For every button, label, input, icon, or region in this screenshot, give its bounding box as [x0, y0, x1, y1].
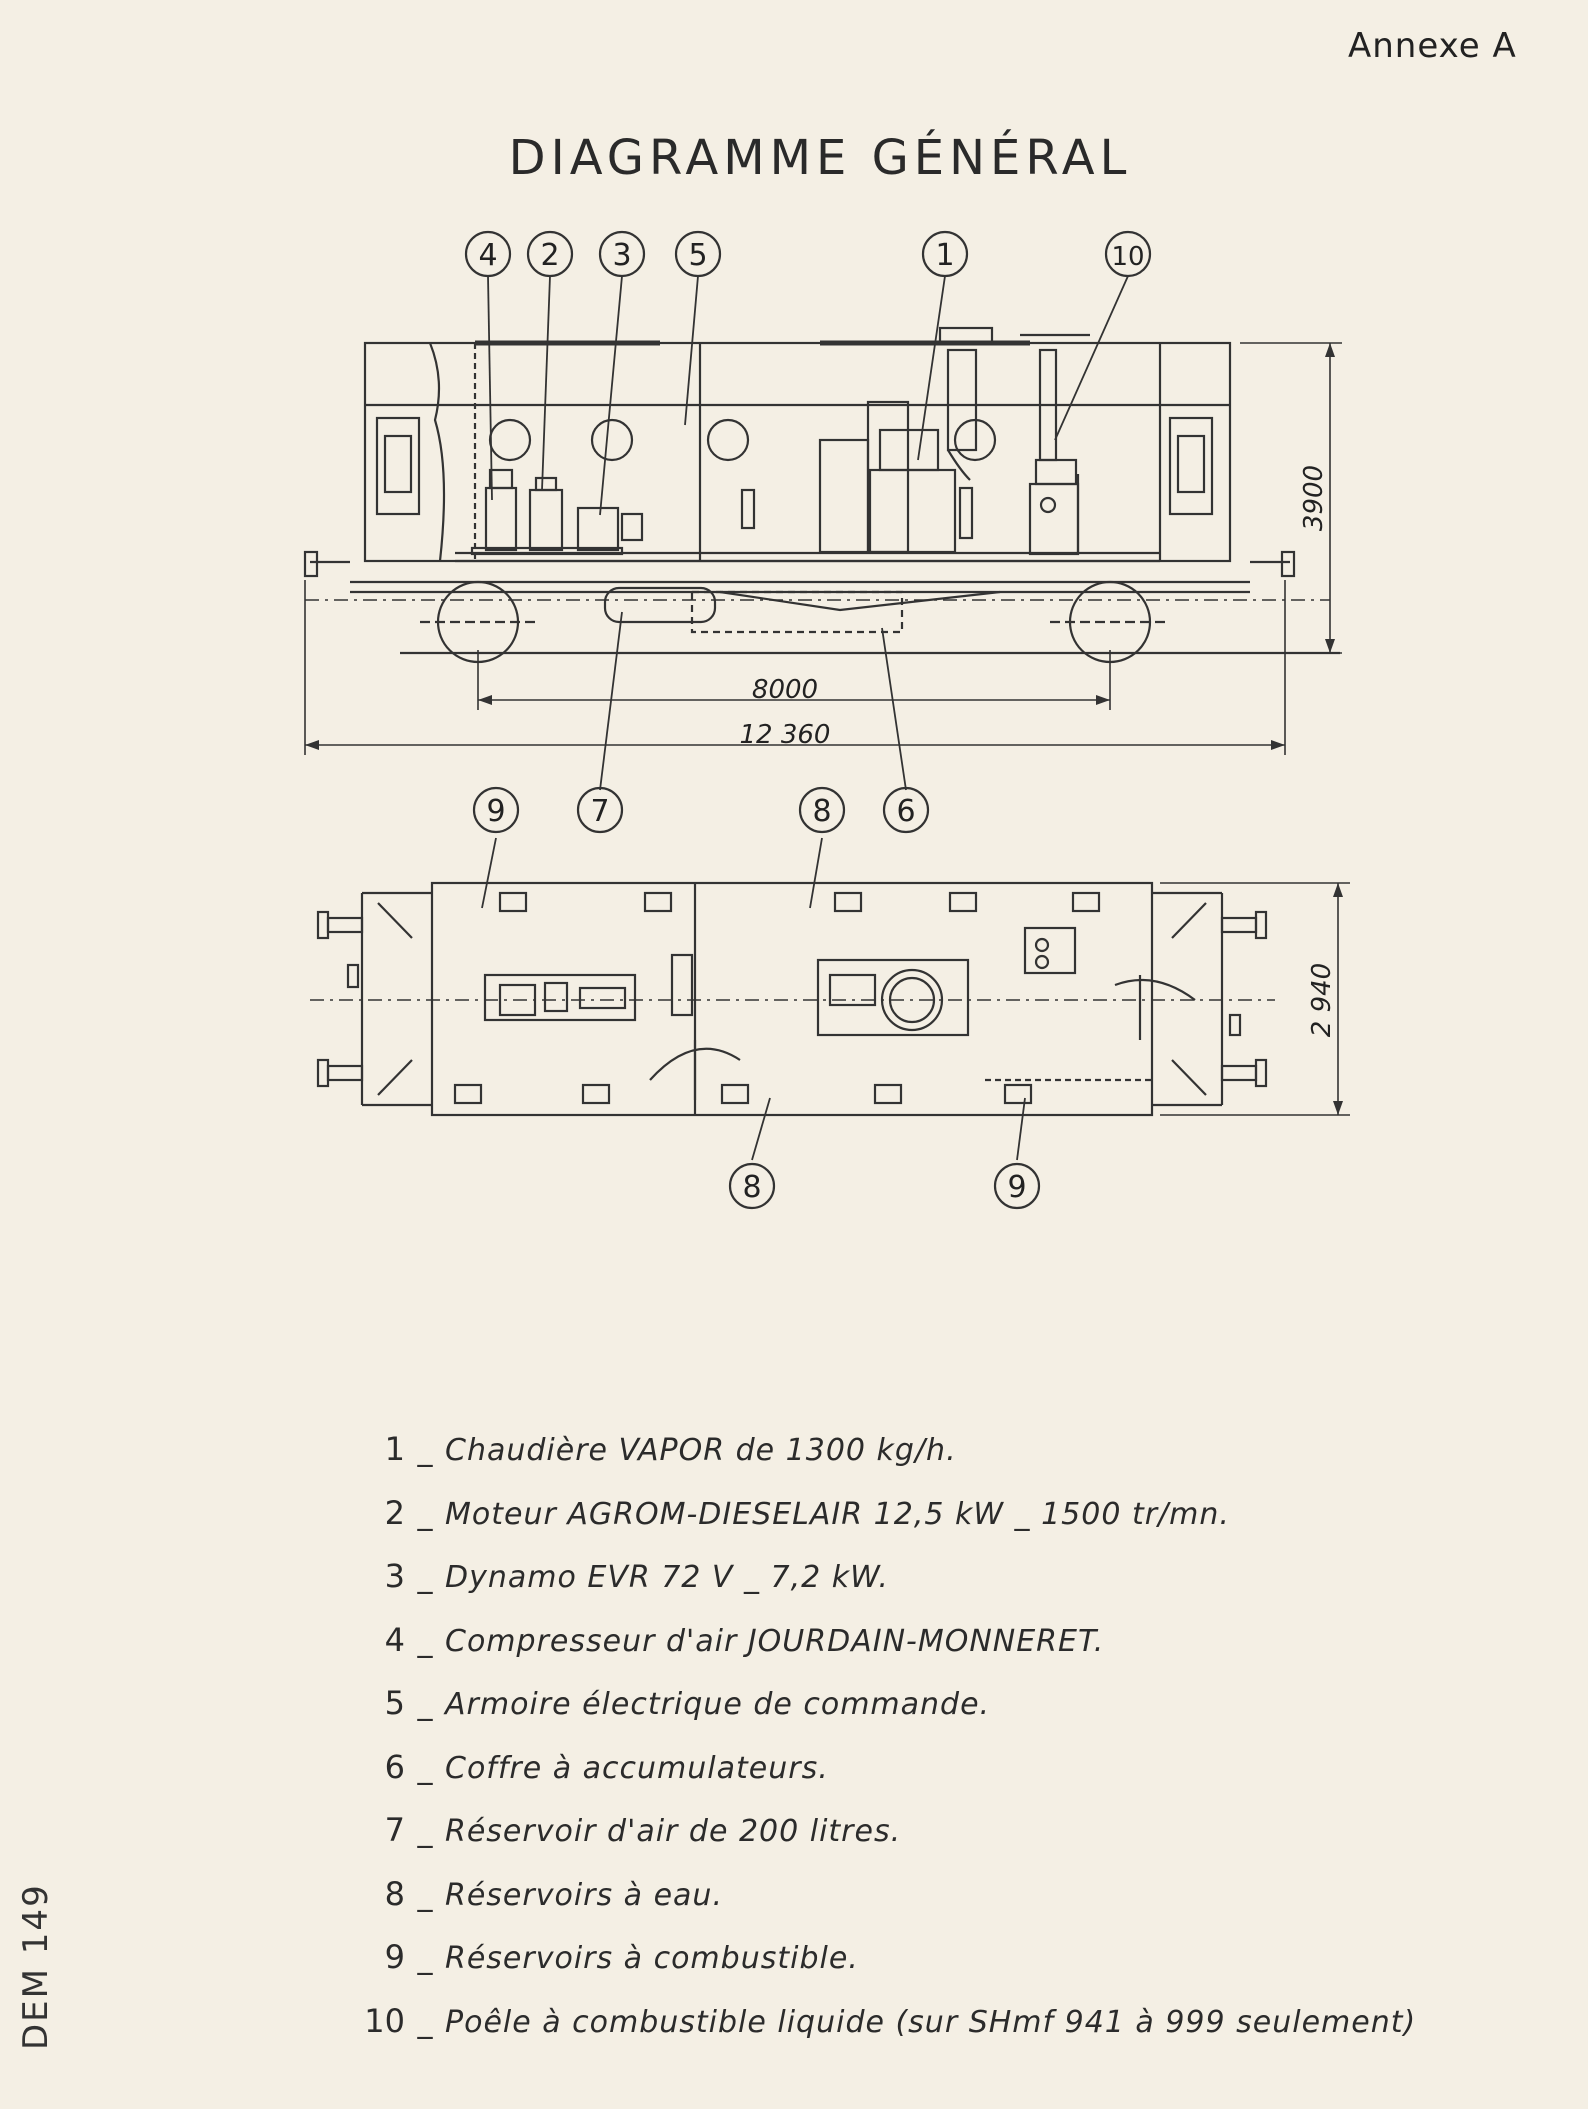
legend-dash: _	[417, 1941, 433, 1976]
legend-text: Poêle à combustible liquide (sur SHmf 94…	[445, 2004, 1417, 2040]
legend-dash: _	[417, 1623, 433, 1659]
callout-4: 4	[478, 238, 497, 273]
callout-1: 1	[935, 238, 954, 273]
legend-list: 1 _ Chaudière VAPOR de 1300 kg/h. 2 _ Moteur…	[325, 1430, 1445, 2065]
legend-text: Moteur AGROM-DIESELAIR 12,5 kW _ 1500 tr…	[445, 1496, 1230, 1532]
legend-num: 7	[384, 1811, 405, 1849]
legend-item: 7 _ Réservoir d'air de 200 litres.	[325, 1811, 1445, 1875]
legend-item: 8 _ Réservoirs à eau.	[325, 1875, 1445, 1939]
legend-dash: _	[417, 1814, 433, 1849]
legend-text: Réservoirs à eau.	[445, 1877, 723, 1913]
legend-text: Coffre à accumulateurs.	[445, 1750, 829, 1786]
dim-length: 12 360	[740, 720, 831, 750]
dim-wheelbase: 8000	[752, 675, 818, 705]
callout-7: 7	[590, 794, 609, 829]
legend-num: 8	[384, 1874, 405, 1913]
legend-item: 5 _ Armoire électrique de commande.	[325, 1684, 1445, 1748]
legend-text: Dynamo EVR 72 V _ 7,2 kW.	[445, 1560, 889, 1595]
legend-num: 6	[384, 1747, 405, 1786]
legend-num: 2	[384, 1493, 405, 1532]
dim-width: 2 940	[1307, 963, 1337, 1037]
legend-num: 1	[384, 1430, 405, 1468]
legend-dash: _	[417, 1560, 433, 1595]
callout-3: 3	[612, 238, 631, 273]
legend-dash: _	[417, 1877, 433, 1913]
legend-item: 9 _ Réservoirs à combustible.	[325, 1938, 1445, 2002]
legend-item: 2 _ Moteur AGROM-DIESELAIR 12,5 kW _ 1500 …	[325, 1494, 1445, 1558]
callout-9-bottom: 9	[1007, 1170, 1026, 1205]
legend-text: Réservoir d'air de 200 litres.	[445, 1814, 902, 1849]
legend-item: 4 _ Compresseur d'air JOURDAIN-MONNERET.	[325, 1621, 1445, 1685]
page-title: DIAGRAMME GÉNÉRAL	[508, 130, 1132, 186]
legend-text: Réservoirs à combustible.	[445, 1941, 859, 1976]
legend-item: 1 _ Chaudière VAPOR de 1300 kg/h.	[325, 1430, 1445, 1494]
callout-2: 2	[540, 238, 559, 273]
legend-dash: _	[417, 1433, 433, 1468]
margin-reference: DEM 149	[16, 1883, 56, 2050]
legend-text: Compresseur d'air JOURDAIN-MONNERET.	[445, 1623, 1105, 1659]
legend-text: Armoire électrique de commande.	[445, 1687, 991, 1722]
top-view	[310, 881, 1275, 1117]
legend-item: 10 _ Poêle à combustible liquide (sur SHmf…	[325, 2002, 1445, 2066]
legend-num: 3	[384, 1557, 405, 1595]
legend-num: 4	[384, 1620, 405, 1659]
legend-dash: _	[417, 2004, 433, 2040]
legend-item: 3 _ Dynamo EVR 72 V _ 7,2 kW.	[325, 1557, 1445, 1621]
dim-height: 3900	[1299, 465, 1329, 531]
callout-8-bottom: 8	[742, 1170, 761, 1205]
legend-item: 6 _ Coffre à accumulateurs.	[325, 1748, 1445, 1812]
callout-9-top: 9	[486, 794, 505, 829]
legend-num: 9	[384, 1938, 405, 1976]
legend-dash: _	[417, 1750, 433, 1786]
legend-dash: _	[417, 1687, 433, 1722]
annexe-label: Annexe A	[1348, 26, 1517, 66]
callout-8-top: 8	[812, 794, 831, 829]
legend-text: Chaudière VAPOR de 1300 kg/h.	[445, 1433, 957, 1468]
legend-num: 10	[364, 2001, 405, 2040]
legend-dash: _	[417, 1496, 433, 1532]
legend-num: 5	[384, 1684, 405, 1722]
callout-10: 10	[1111, 242, 1144, 272]
side-view	[303, 326, 1340, 664]
callout-6: 6	[896, 794, 915, 829]
callout-5: 5	[688, 238, 707, 273]
